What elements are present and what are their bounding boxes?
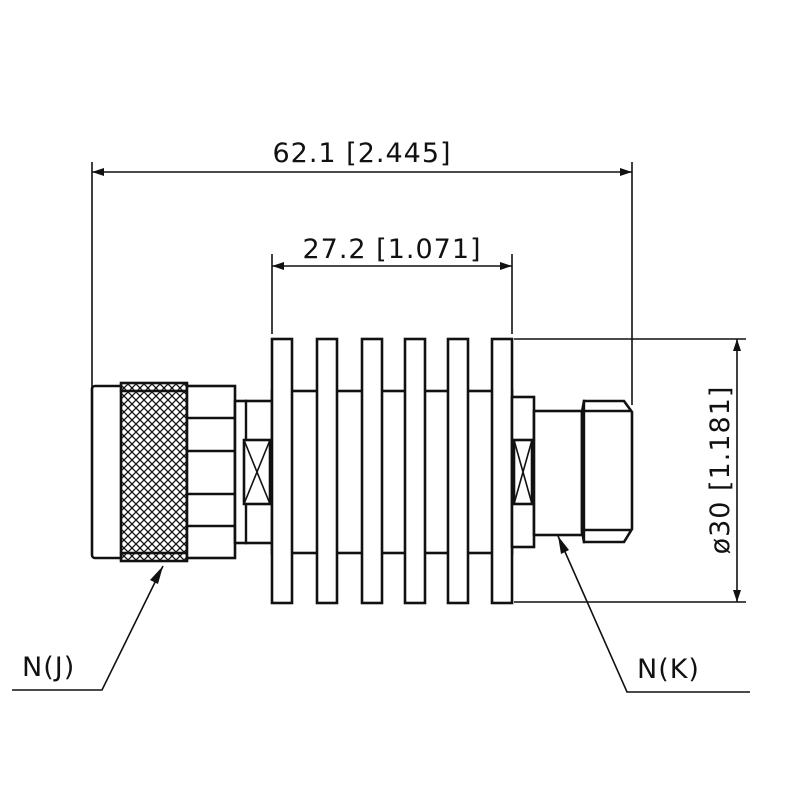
heatsink-length-label: 27.2 [1.071] bbox=[302, 234, 481, 265]
diameter-dimension: ø30 [1.181] bbox=[514, 338, 746, 603]
overall-length-label: 62.1 [2.445] bbox=[272, 138, 451, 169]
heatsink-body bbox=[270, 337, 514, 605]
callout-n-k-label: N(K) bbox=[637, 654, 700, 685]
callout-n-k: N(K) bbox=[557, 535, 750, 693]
left-connector-n-j bbox=[90, 381, 275, 563]
callout-n-j: N(J) bbox=[12, 565, 164, 691]
overall-length-dimension: 62.1 [2.445] bbox=[91, 138, 633, 405]
diameter-label: ø30 [1.181] bbox=[705, 386, 736, 555]
heatsink-length-dimension: 27.2 [1.071] bbox=[271, 234, 513, 334]
right-connector-n-k bbox=[510, 395, 634, 549]
knurled-nut bbox=[119, 381, 189, 563]
callout-n-j-label: N(J) bbox=[22, 652, 75, 683]
